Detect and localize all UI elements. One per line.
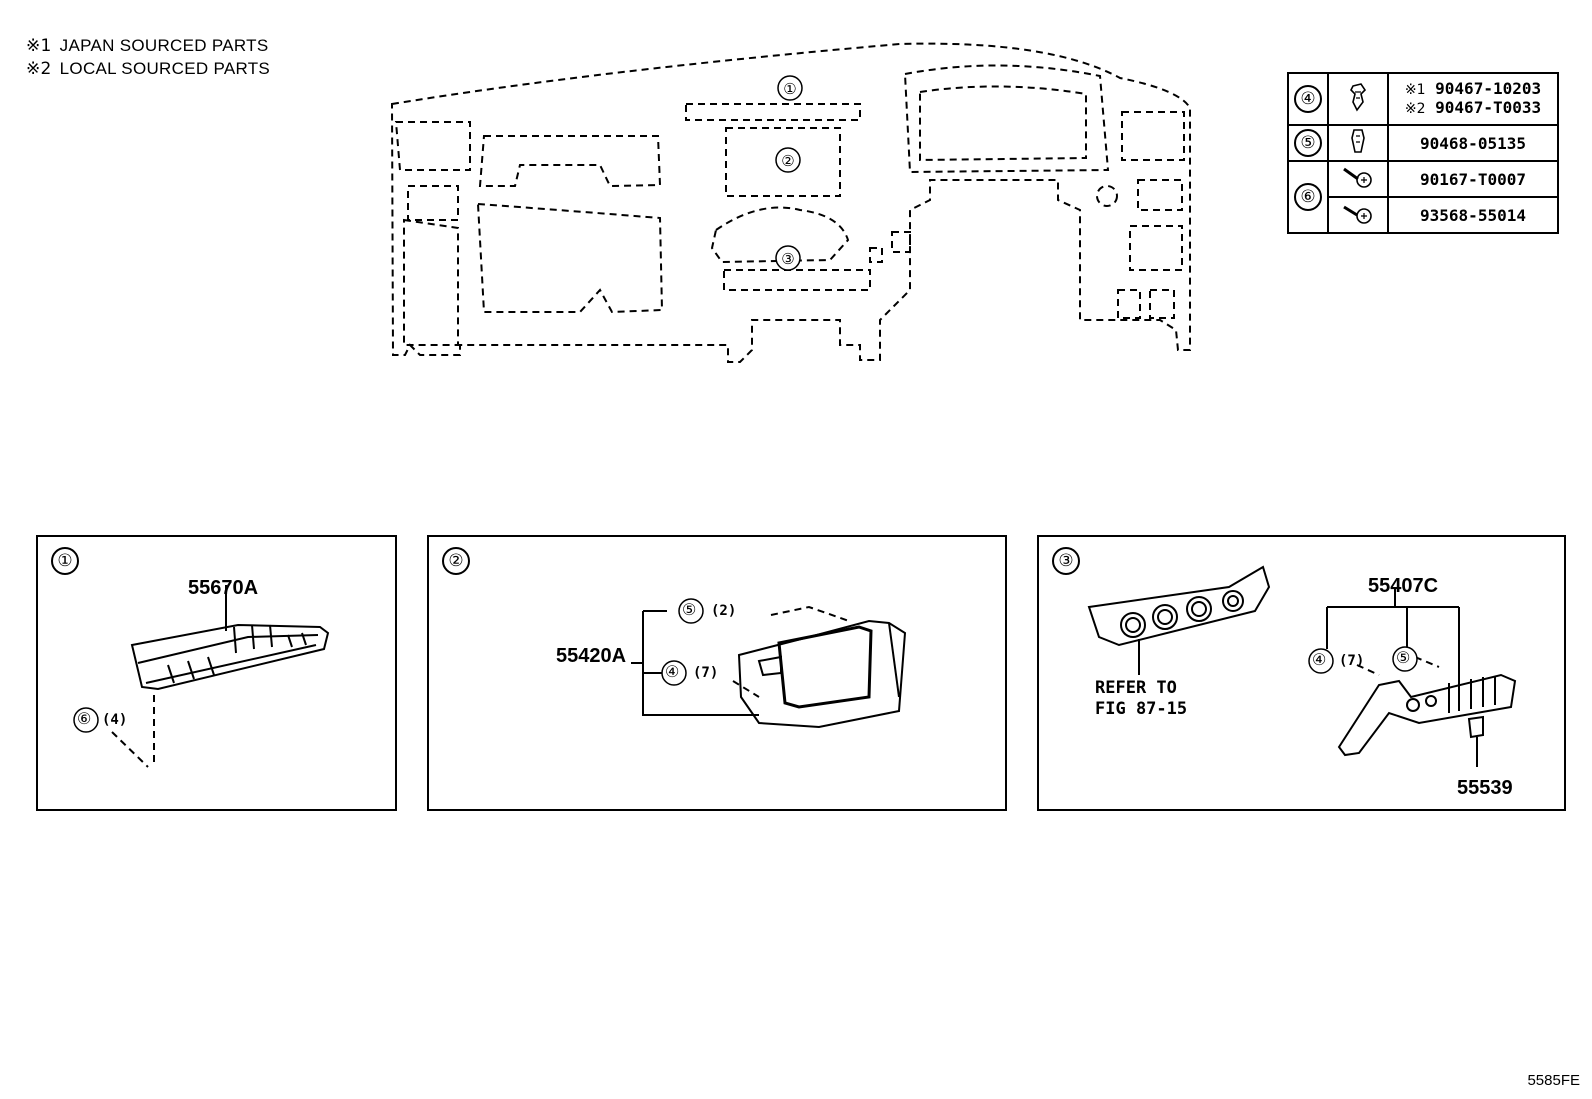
overview-callout-1-label: ① — [783, 81, 796, 98]
figure-code: 5585FE — [1527, 1072, 1580, 1089]
parts-pn-cell: 93568-55014 — [1387, 196, 1559, 234]
dashboard-overview-drawing: ① ② ③ — [390, 42, 1191, 363]
hvac-switch-panel-drawing — [1087, 565, 1517, 767]
clip-ref-5: ⑤ — [1396, 650, 1411, 667]
bolt-callout-4 — [661, 660, 687, 686]
left-lower-outline — [403, 185, 459, 346]
display-panel-drawing — [631, 598, 907, 729]
clip-callout-5 — [1392, 646, 1418, 672]
parts-row-6a: ⑥ 90167-T0007 — [1287, 160, 1559, 234]
part-label-55539: 55539 — [1457, 777, 1513, 799]
parts-row-4: ④ ※1 90467-10203 ※2 90467-T0033 — [1287, 72, 1559, 126]
pn-value: 90467-T0033 — [1435, 98, 1542, 117]
parts-row-5: ⑤ 90468-05135 — [1287, 124, 1559, 162]
screw-icon — [1343, 167, 1372, 188]
parts-ref-cell: ⑥ — [1287, 160, 1329, 234]
right-panel-outline — [1129, 225, 1183, 271]
cluster-inner-outline — [919, 85, 1087, 162]
small-switch-outline — [869, 247, 883, 263]
detail-panel-1: ① 55670A ⑥ (4) — [36, 535, 397, 811]
center-top-outline — [685, 103, 861, 121]
refer-line-1: REFER TO — [1095, 678, 1177, 698]
pn-value: 90467-10203 — [1435, 79, 1542, 98]
clip-ref-5: ⑤ — [682, 602, 697, 619]
overview-callout-3 — [775, 245, 801, 271]
bolt-qty: (7) — [693, 665, 719, 681]
bolt-ref-4: ④ — [665, 664, 680, 681]
bolt-ref-4: ④ — [1312, 652, 1327, 669]
legend-mark: ※1 — [26, 36, 52, 56]
center-display-outline — [725, 127, 841, 197]
clip-callout-5 — [678, 598, 704, 624]
part-label-55407C: 55407C — [1368, 575, 1439, 597]
part-label-55420A: 55420A — [556, 645, 627, 667]
glovebox-lower-outline — [476, 202, 664, 314]
ref-circle-5: ⑤ — [1294, 129, 1322, 157]
dash-outline — [390, 42, 1191, 363]
clip-qty: (2) — [711, 603, 737, 619]
cluster-outline — [903, 64, 1110, 174]
right-button-outline — [1117, 289, 1175, 319]
detail-panel-3: ③ REFER TO FIG 87-15 55407C 55539 ④ (7) … — [1037, 535, 1566, 811]
right-vent-outline — [1121, 111, 1185, 161]
glovebox-outline — [478, 135, 662, 188]
clip-icon — [1350, 82, 1367, 112]
hvac-control-outline — [1087, 565, 1271, 647]
parts-table: ④ ※1 90467-10203 ※2 90467-T0033 ⑤ 90468-… — [1287, 72, 1559, 234]
pn-mark: ※2 — [1404, 101, 1426, 117]
screw-icon-cell — [1327, 160, 1389, 198]
center-vent-drawing — [73, 585, 330, 768]
detail-panel-2: ② 55420A ⑤ (2) ④ (7) — [427, 535, 1007, 811]
parts-pn-cell: 90167-T0007 — [1387, 160, 1559, 198]
legend-local-sourced: ※2 LOCAL SOURCED PARTS — [26, 59, 270, 79]
bolt-qty: (7) — [1339, 653, 1365, 669]
panel-1-ref: ① — [51, 547, 79, 575]
center-hvac-outline — [710, 206, 850, 264]
legend-text: LOCAL SOURCED PARTS — [59, 59, 271, 78]
legend-text: JAPAN SOURCED PARTS — [59, 36, 269, 55]
nut-clip-icon — [1351, 128, 1365, 153]
knob-outline — [1096, 185, 1118, 207]
left-vent-outline — [394, 121, 471, 171]
parts-pn-cell: 90468-05135 — [1387, 124, 1559, 162]
overview-callout-3-label: ③ — [781, 251, 794, 268]
center-lower-outline — [723, 269, 871, 291]
parts-row-6b: 93568-55014 — [1288, 196, 1559, 234]
overview-callout-2-label: ② — [781, 153, 794, 170]
fastener-ref-6: ⑥ — [77, 711, 92, 728]
ref-circle-6: ⑥ — [1294, 183, 1322, 211]
panel-2-ref: ② — [442, 547, 470, 575]
parts-ref-cell: ④ — [1287, 72, 1329, 126]
small-switch-outline — [891, 231, 911, 253]
pn-line-2: ※2 90467-T0033 — [1389, 99, 1557, 118]
refer-line-2: FIG 87-15 — [1095, 699, 1188, 719]
bolt-callout-4 — [1308, 648, 1334, 674]
screw-icon-cell — [1327, 196, 1389, 234]
fastener-qty: (4) — [102, 712, 128, 728]
legend-mark: ※2 — [26, 59, 52, 79]
clip-icon-cell — [1327, 72, 1389, 126]
parts-ref-cell: ⑤ — [1287, 124, 1329, 162]
overview-callout-2 — [775, 147, 801, 173]
switch-panel-outline — [1337, 673, 1517, 757]
part-label-55670A: 55670A — [188, 577, 259, 599]
overview-callout-1 — [777, 75, 803, 101]
clip-icon-cell — [1327, 124, 1389, 162]
right-switch-outline — [1137, 179, 1183, 211]
fastener-callout-6 — [73, 707, 99, 733]
pn-line-1: ※1 90467-10203 — [1389, 80, 1557, 99]
ref-circle-4: ④ — [1294, 85, 1322, 113]
screw-icon — [1343, 205, 1372, 224]
pn-mark: ※1 — [1404, 82, 1426, 98]
parts-pn-cell: ※1 90467-10203 ※2 90467-T0033 — [1387, 72, 1559, 126]
panel-3-ref: ③ — [1052, 547, 1080, 575]
legend-japan-sourced: ※1 JAPAN SOURCED PARTS — [26, 36, 268, 56]
